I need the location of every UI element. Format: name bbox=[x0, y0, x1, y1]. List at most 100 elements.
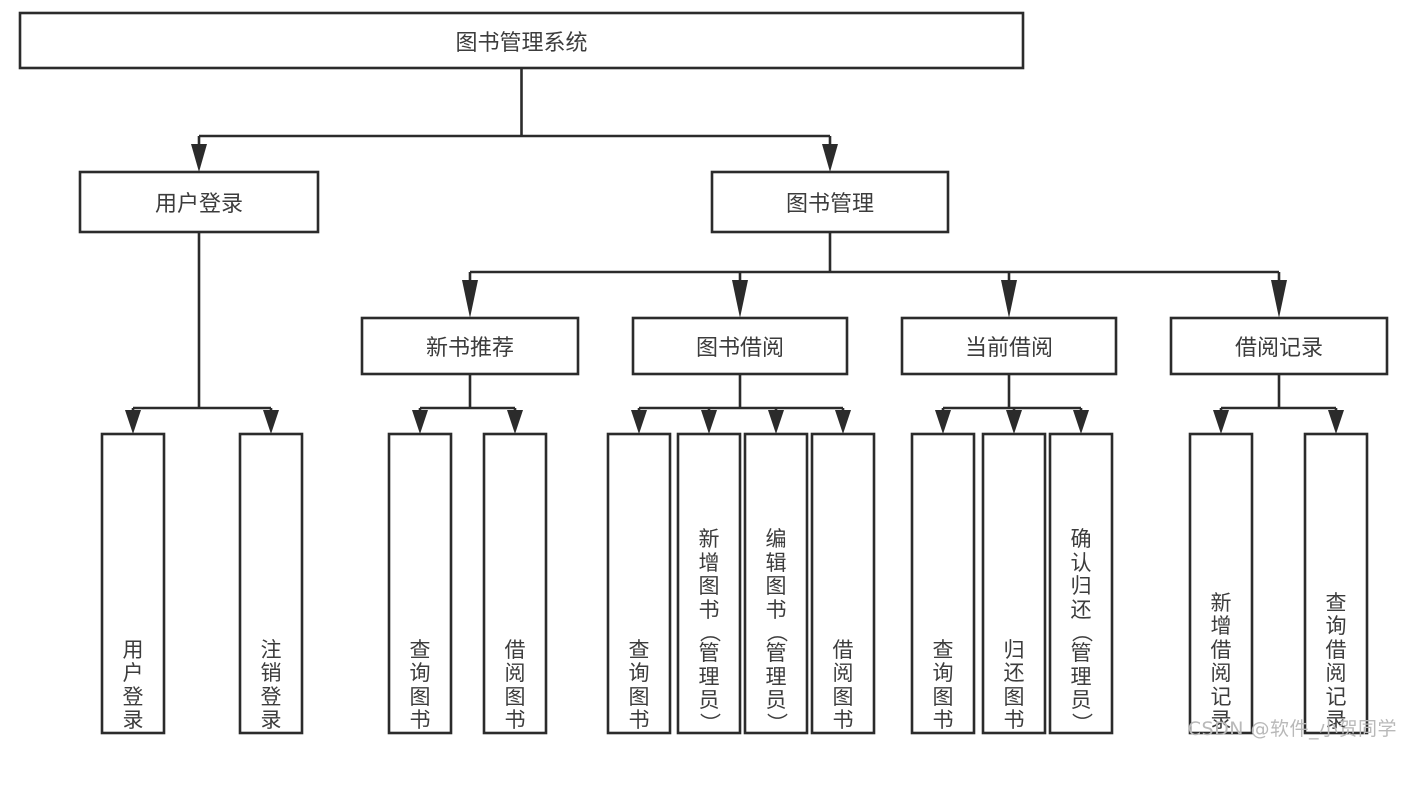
leaf-label: 借阅图书 bbox=[484, 434, 546, 811]
arrow-head-br-leaf-1 bbox=[1213, 410, 1229, 434]
leaf-label-char: 记 bbox=[1325, 684, 1347, 709]
root-label: 图书管理系统 bbox=[455, 30, 588, 56]
leaf-label-char: 认 bbox=[1070, 550, 1092, 575]
leaf-label-char: 还 bbox=[1003, 661, 1025, 686]
leaf-label-char: 管 bbox=[698, 641, 720, 666]
leaf-box[interactable] bbox=[743, 432, 809, 735]
arrow-head-to-user-login bbox=[191, 144, 207, 172]
arrow-head-leaf-logout bbox=[263, 410, 279, 434]
leaf-label-char: 确 bbox=[1070, 527, 1092, 552]
leaf-label-char: 编 bbox=[765, 527, 787, 552]
leaf-label: 注销登录 bbox=[240, 434, 302, 811]
leaf-box[interactable] bbox=[676, 432, 742, 735]
leaf-label-char: 新 bbox=[1210, 590, 1232, 615]
leaf-label-char: 借 bbox=[1325, 637, 1347, 662]
leaf-label-char: 书 bbox=[504, 708, 526, 733]
node-label-book-borrow: 图书借阅 bbox=[695, 336, 784, 361]
leaf-label-char: 理 bbox=[1070, 664, 1092, 689]
node-current-borrow-box[interactable] bbox=[900, 316, 1118, 376]
edge-root-to-children bbox=[191, 68, 838, 172]
edge-book-borrow-to-leaves bbox=[631, 374, 851, 434]
leaf-box[interactable] bbox=[1188, 432, 1254, 735]
leaf-label-char: 登 bbox=[122, 684, 144, 709]
arrow-head-leaf-user-login bbox=[125, 410, 141, 434]
leaf-label-char: 图 bbox=[932, 684, 954, 709]
leaf-label-char: 查 bbox=[1325, 590, 1347, 615]
leaf-label-char: 阅 bbox=[832, 661, 854, 686]
arrow-head-cb-leaf-3 bbox=[1073, 410, 1089, 434]
leaf-label-char: 图 bbox=[832, 684, 854, 709]
leaf-label-char: 用 bbox=[122, 637, 144, 662]
org-chart-diagram: 图书管理系统 用户登录 图书管理 新书推荐 图书借阅 当前借阅 借阅记录 用户登… bbox=[18, 11, 1396, 740]
leaf-label-char: 阅 bbox=[504, 661, 526, 686]
arrow-head-bb-leaf-1 bbox=[631, 410, 647, 434]
leaf-label-char: （ bbox=[1069, 621, 1093, 643]
leaf-label-char: 书 bbox=[698, 597, 720, 622]
node-root[interactable] bbox=[18, 11, 1025, 70]
node-label-new-book-recommend: 新书推荐 bbox=[425, 336, 514, 361]
leaf-label-char: 辑 bbox=[765, 550, 787, 575]
leaf-label: 新增借阅记录 bbox=[1190, 434, 1252, 811]
leaf-label-char: 书 bbox=[628, 708, 650, 733]
leaf-label-char: 登 bbox=[260, 684, 282, 709]
leaf-box[interactable] bbox=[981, 432, 1047, 735]
leaf-box[interactable] bbox=[1048, 432, 1114, 735]
edge-current-borrow-to-leaves bbox=[935, 374, 1089, 434]
leaf-box[interactable] bbox=[606, 432, 672, 735]
leaf-label-char: 图 bbox=[504, 684, 526, 709]
leaf-label-char: 询 bbox=[1325, 614, 1347, 639]
node-book-management-box[interactable] bbox=[710, 170, 950, 234]
arrow-head-to-new-book-rec bbox=[462, 280, 478, 318]
arrow-head-to-book-mgmt bbox=[822, 144, 838, 172]
leaf-label: 查询图书 bbox=[389, 434, 451, 811]
arrow-head-cb-leaf-1 bbox=[935, 410, 951, 434]
leaf-label-char: 归 bbox=[1003, 637, 1025, 662]
arrow-head-br-leaf-2 bbox=[1328, 410, 1344, 434]
leaf-label: 编辑图书（管理员） bbox=[745, 434, 807, 811]
node-user-login-box[interactable] bbox=[78, 170, 320, 234]
leaf-label-char: 录 bbox=[1210, 708, 1232, 733]
leaf-label-char: 书 bbox=[765, 597, 787, 622]
leaf-label-char: 录 bbox=[1325, 708, 1347, 733]
leaf-label-char: 员 bbox=[1070, 688, 1092, 713]
leaf-box[interactable] bbox=[1303, 432, 1369, 735]
leaf-box[interactable] bbox=[910, 432, 976, 735]
leaf-label-char: 询 bbox=[932, 661, 954, 686]
arrow-head-cb-leaf-2 bbox=[1006, 410, 1022, 434]
leaf-label-char: 新 bbox=[698, 527, 720, 552]
arrow-head-bb-leaf-3 bbox=[768, 410, 784, 434]
leaf-label-char: 注 bbox=[260, 637, 282, 662]
arrow-head-to-borrow-records bbox=[1271, 280, 1287, 318]
leaf-box[interactable] bbox=[482, 432, 548, 735]
leaf-box[interactable] bbox=[100, 432, 166, 735]
leaf-box[interactable] bbox=[387, 432, 453, 735]
leaf-label-char: 查 bbox=[932, 637, 954, 662]
leaf-label: 确认归还（管理员） bbox=[1050, 434, 1112, 811]
edge-book-mgmt-to-level3 bbox=[462, 232, 1287, 318]
leaf-label-char: 管 bbox=[1070, 641, 1092, 666]
leaf-label-char: 图 bbox=[409, 684, 431, 709]
arrow-head-bb-leaf-2 bbox=[701, 410, 717, 434]
root-box[interactable] bbox=[18, 11, 1025, 70]
arrow-head-nbr-leaf-2 bbox=[507, 410, 523, 434]
leaf-label-char: 理 bbox=[765, 664, 787, 689]
leaf-label-char: 图 bbox=[1003, 684, 1025, 709]
leaf-label-char: 录 bbox=[260, 708, 282, 733]
leaf-label-char: ） bbox=[764, 712, 788, 734]
node-book-borrow-box[interactable] bbox=[631, 316, 849, 376]
node-new-book-recommend-box[interactable] bbox=[360, 316, 580, 376]
flowchart-canvas bbox=[18, 11, 1389, 735]
leaf-label: 用户登录 bbox=[102, 434, 164, 811]
leaf-label-char: 图 bbox=[698, 574, 720, 599]
leaf-box[interactable] bbox=[238, 432, 304, 735]
leaf-box[interactable] bbox=[810, 432, 876, 735]
node-label-current-borrow: 当前借阅 bbox=[964, 336, 1053, 361]
leaf-label-char: 户 bbox=[122, 661, 144, 686]
edge-borrow-records-to-leaves bbox=[1213, 374, 1344, 434]
leaf-label-char: 记 bbox=[1210, 684, 1232, 709]
leaf-label-char: 书 bbox=[832, 708, 854, 733]
leaf-label-char: 销 bbox=[260, 661, 282, 686]
leaf-label-char: ） bbox=[697, 712, 721, 734]
leaf-label: 查询借阅记录 bbox=[1305, 434, 1367, 811]
leaf-label: 新增图书（管理员） bbox=[678, 434, 740, 811]
